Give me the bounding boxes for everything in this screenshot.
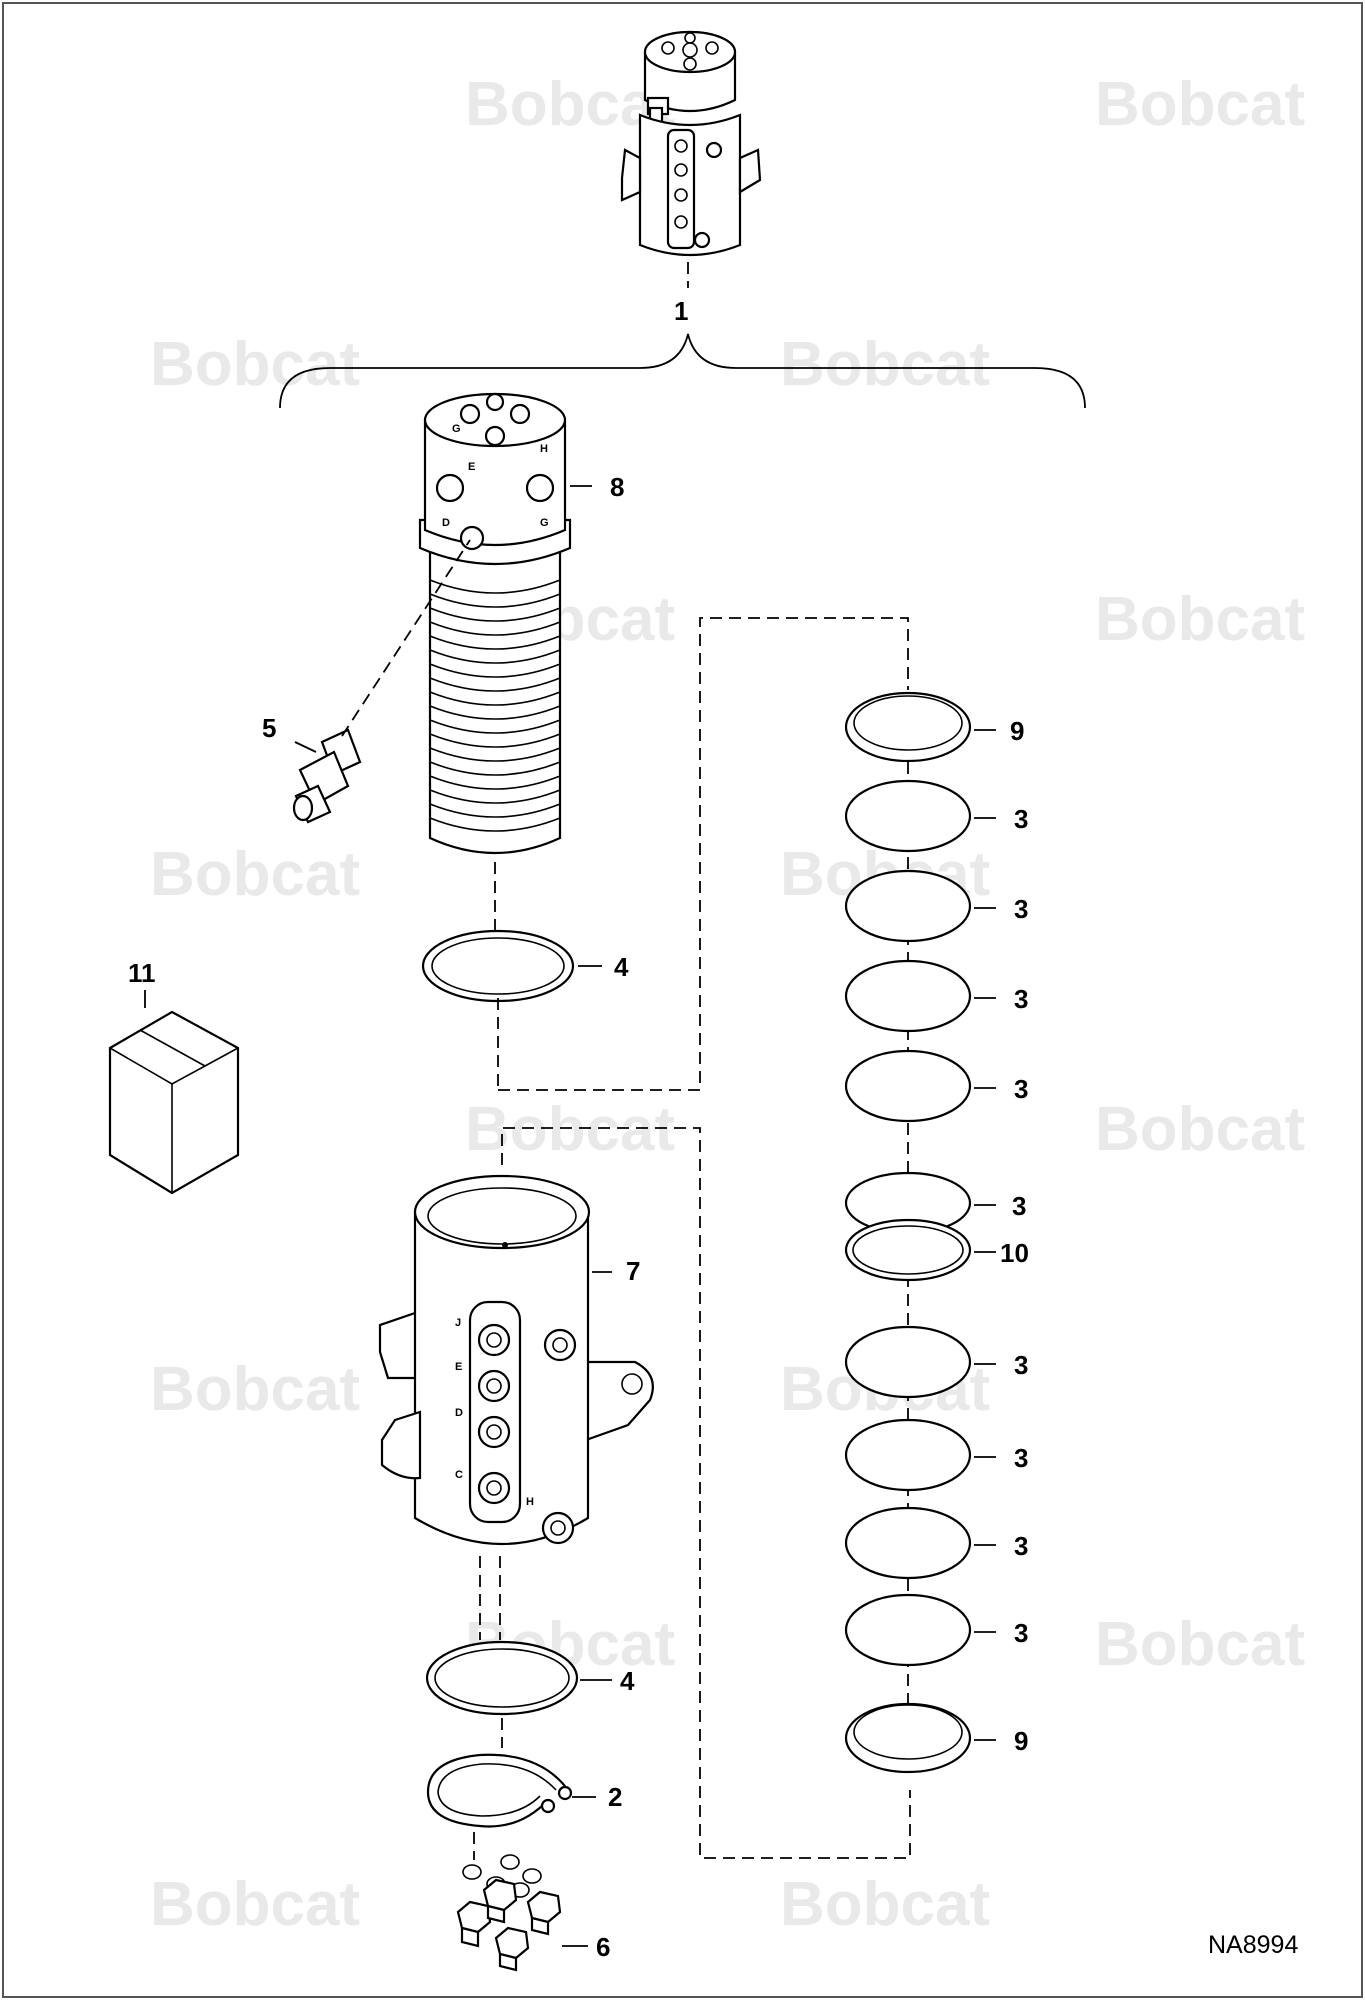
shaft-port-letters: G H E D G bbox=[442, 423, 549, 529]
swivel-assembly-illustration bbox=[620, 30, 762, 288]
housing-illustration: J E D C H bbox=[378, 1174, 654, 1640]
svg-text:E: E bbox=[455, 1361, 462, 1373]
snap-ring-illustration bbox=[426, 1753, 573, 1860]
callout-3: 3 bbox=[1012, 1191, 1026, 1221]
svg-text:J: J bbox=[455, 1317, 461, 1329]
svg-text:Bobcat: Bobcat bbox=[1095, 70, 1305, 139]
watermark: Bobcat bbox=[150, 330, 360, 399]
svg-text:Bobcat: Bobcat bbox=[150, 1870, 360, 1939]
watermark: Bobcat bbox=[1095, 585, 1305, 654]
callout-2: 2 bbox=[608, 1782, 622, 1812]
callout-3: 3 bbox=[1014, 1618, 1028, 1648]
svg-text:H: H bbox=[526, 1496, 534, 1508]
callout-3: 3 bbox=[1014, 1074, 1028, 1104]
callout-10: 10 bbox=[1000, 1238, 1029, 1268]
callout-4-upper: 4 bbox=[614, 952, 629, 982]
svg-text:G: G bbox=[452, 423, 461, 435]
plugs-illustration bbox=[456, 1878, 562, 1972]
seal-ring-illustration bbox=[844, 1593, 972, 1667]
watermark: Bobcat bbox=[150, 1355, 360, 1424]
routing-line bbox=[501, 1127, 911, 1859]
callout-3: 3 bbox=[1014, 1531, 1028, 1561]
seal-ring-illustration bbox=[425, 1640, 579, 1748]
watermark: Bobcat bbox=[780, 1870, 990, 1939]
svg-text:G: G bbox=[540, 517, 549, 529]
svg-text:Bobcat: Bobcat bbox=[465, 1095, 675, 1164]
routing-line bbox=[498, 617, 909, 1091]
fitting-illustration bbox=[292, 539, 471, 824]
seal-ring-illustration bbox=[844, 869, 972, 943]
callout-5: 5 bbox=[262, 713, 276, 743]
svg-text:H: H bbox=[540, 443, 548, 455]
leader-lines bbox=[144, 485, 996, 1947]
svg-text:Bobcat: Bobcat bbox=[780, 330, 990, 399]
ring-stack bbox=[844, 691, 972, 1774]
seal-ring-illustration bbox=[844, 779, 972, 853]
watermark: Bobcat bbox=[150, 1870, 360, 1939]
backup-ring-illustration bbox=[844, 691, 972, 763]
svg-text:Bobcat: Bobcat bbox=[1095, 585, 1305, 654]
backup-ring-illustration bbox=[844, 1702, 972, 1774]
svg-text:Bobcat: Bobcat bbox=[150, 840, 360, 909]
callout-6: 6 bbox=[596, 1932, 610, 1962]
assembly-brace bbox=[279, 333, 1086, 409]
callout-3: 3 bbox=[1014, 804, 1028, 834]
svg-text:Bobcat: Bobcat bbox=[1095, 1095, 1305, 1164]
svg-text:E: E bbox=[468, 461, 475, 473]
svg-text:Bobcat: Bobcat bbox=[780, 1870, 990, 1939]
retaining-ring-illustration bbox=[844, 1218, 972, 1282]
callouts: 1 8 5 4 11 7 4 2 6 9 3 3 3 3 3 10 3 3 3 … bbox=[128, 296, 1029, 1962]
watermark: Bobcat bbox=[780, 330, 990, 399]
seal-ring-illustration bbox=[844, 1506, 972, 1580]
watermark: Bobcat bbox=[465, 1095, 675, 1164]
callout-9-bottom: 9 bbox=[1014, 1726, 1028, 1756]
kit-box-illustration bbox=[108, 1010, 240, 1195]
callout-3: 3 bbox=[1014, 894, 1028, 924]
svg-text:C: C bbox=[455, 1469, 463, 1481]
seal-ring-illustration bbox=[844, 959, 972, 1033]
callout-8: 8 bbox=[610, 472, 624, 502]
seal-ring-illustration bbox=[421, 862, 575, 1090]
housing-port-letters: J E D C H bbox=[455, 1317, 534, 1508]
svg-text:D: D bbox=[442, 517, 450, 529]
svg-text:Bobcat: Bobcat bbox=[150, 330, 360, 399]
watermark: Bobcat bbox=[1095, 1610, 1305, 1679]
callout-4-lower: 4 bbox=[620, 1666, 635, 1696]
watermark: Bobcat bbox=[1095, 70, 1305, 139]
seal-ring-illustration bbox=[844, 1418, 972, 1492]
callout-3: 3 bbox=[1014, 984, 1028, 1014]
svg-text:D: D bbox=[455, 1407, 463, 1419]
watermarks: Bobcat Bobcat Bobcat Bobcat Bobcat Bobca… bbox=[150, 70, 1305, 1939]
callout-9-top: 9 bbox=[1010, 716, 1024, 746]
watermark: Bobcat bbox=[150, 840, 360, 909]
callout-3: 3 bbox=[1014, 1350, 1028, 1380]
callout-7: 7 bbox=[626, 1256, 640, 1286]
callout-1: 1 bbox=[674, 296, 688, 326]
svg-text:Bobcat: Bobcat bbox=[150, 1355, 360, 1424]
watermark: Bobcat bbox=[1095, 1095, 1305, 1164]
callout-3: 3 bbox=[1014, 1443, 1028, 1473]
shaft-illustration: G H E D G bbox=[418, 392, 572, 855]
svg-text:Bobcat: Bobcat bbox=[1095, 1610, 1305, 1679]
seal-ring-illustration bbox=[844, 1325, 972, 1399]
drawing-code: NA8994 bbox=[1208, 1931, 1298, 1959]
seal-ring-illustration bbox=[844, 1049, 972, 1123]
callout-11: 11 bbox=[128, 958, 156, 988]
